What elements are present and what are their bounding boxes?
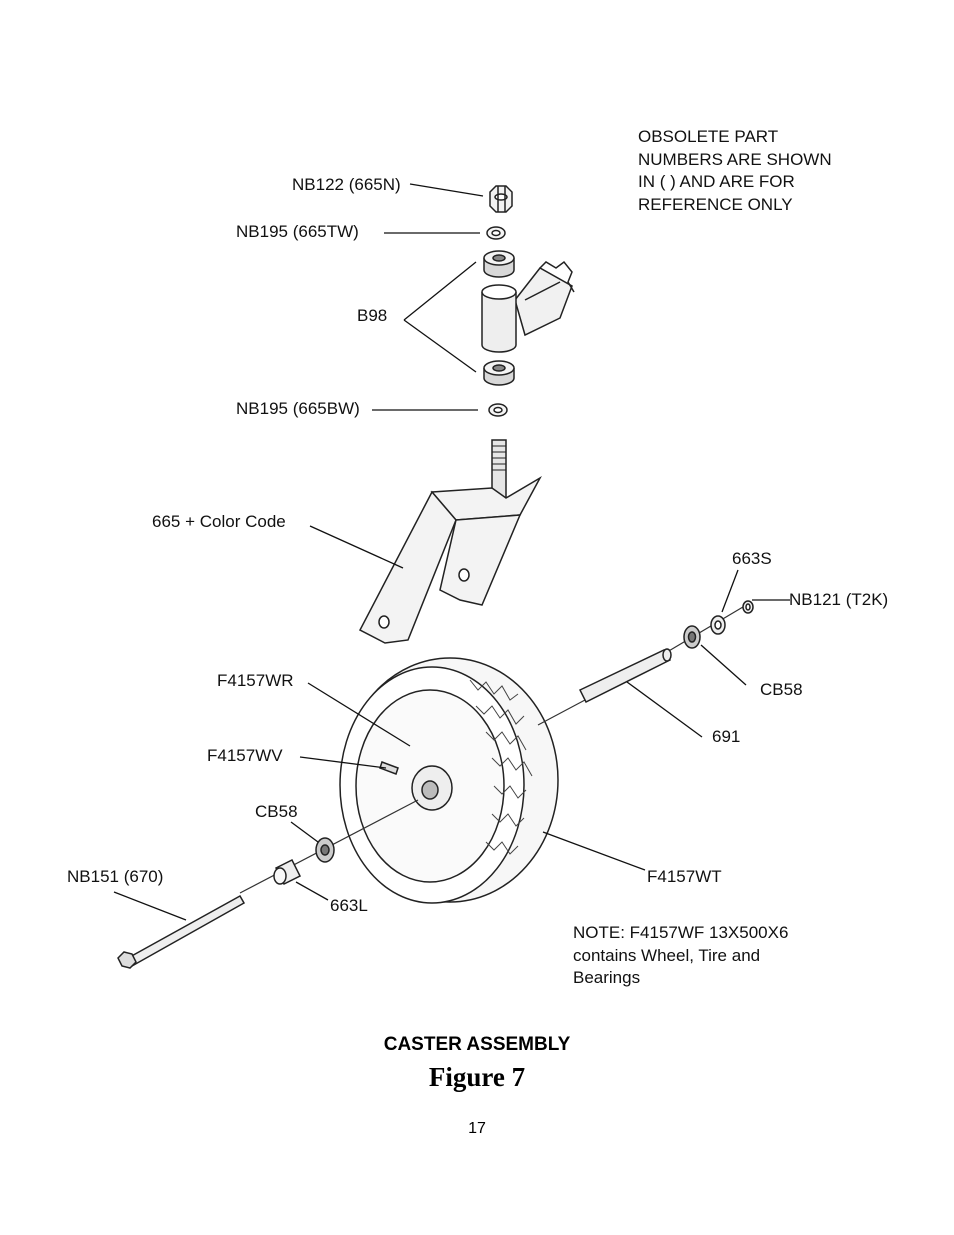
wheel-note: NOTE: F4157WF 13X500X6 contains Wheel, T… [573, 922, 788, 990]
label-nb122: NB122 (665N) [292, 175, 401, 194]
wheel-note-line: contains Wheel, Tire and [573, 945, 761, 965]
leader-lines [113, 183, 790, 921]
axle-691 [578, 648, 672, 704]
bearing-b98-bottom [483, 360, 515, 386]
page-number: 17 [468, 1120, 486, 1137]
bearing-cb58-left [315, 837, 335, 863]
label-f4157wr: F4157WR [217, 671, 294, 690]
label-nb121: NB121 (T2K) [789, 590, 889, 609]
figure-title: Figure 7 [428, 1062, 526, 1092]
label-b98: B98 [357, 306, 388, 325]
label-fork-665: 665 + Color Code [152, 512, 286, 531]
nut-nb122 [489, 185, 513, 213]
obsolete-note-line: REFERENCE ONLY [638, 194, 793, 214]
spacer-663s [710, 615, 726, 635]
bearing-b98-top [483, 250, 515, 278]
wheel-note-line: NOTE: F4157WF 13X500X6 [573, 923, 789, 942]
washer-nb195-top [486, 226, 506, 240]
washer-nb195-bottom [488, 403, 508, 417]
frame-tube [514, 260, 575, 337]
label-nb151: NB151 (670) [67, 867, 164, 886]
nut-nb121 [742, 600, 754, 614]
label-663l: 663L [330, 896, 368, 915]
obsolete-note-line: IN ( ) AND ARE FOR [638, 172, 795, 191]
label-cb58-left: CB58 [255, 802, 298, 821]
bearing-cb58-right [683, 625, 701, 649]
bolt-nb151 [117, 894, 246, 969]
obsolete-note-line: NUMBERS ARE SHOWN [638, 149, 832, 169]
label-nb195-bottom: NB195 (665BW) [236, 399, 360, 418]
obsolete-note: OBSOLETE PART NUMBERS ARE SHOWN IN ( ) A… [638, 126, 832, 216]
label-663s: 663S [732, 549, 772, 568]
wheel-note-line: Bearings [573, 968, 641, 987]
label-f4157wv: F4157WV [207, 746, 283, 765]
figure-caption: CASTER ASSEMBLY [383, 1034, 571, 1055]
wheel-f4157wt [339, 657, 559, 904]
label-691: 691 [712, 727, 741, 746]
spacer-663l [273, 858, 302, 886]
obsolete-note-line: OBSOLETE PART [638, 127, 779, 146]
label-cb58-right: CB58 [760, 680, 803, 699]
label-nb195-top: NB195 (665TW) [236, 222, 359, 241]
label-f4157wt: F4157WT [647, 867, 722, 886]
pivot-tube [481, 284, 517, 353]
fork-665 [358, 439, 542, 644]
